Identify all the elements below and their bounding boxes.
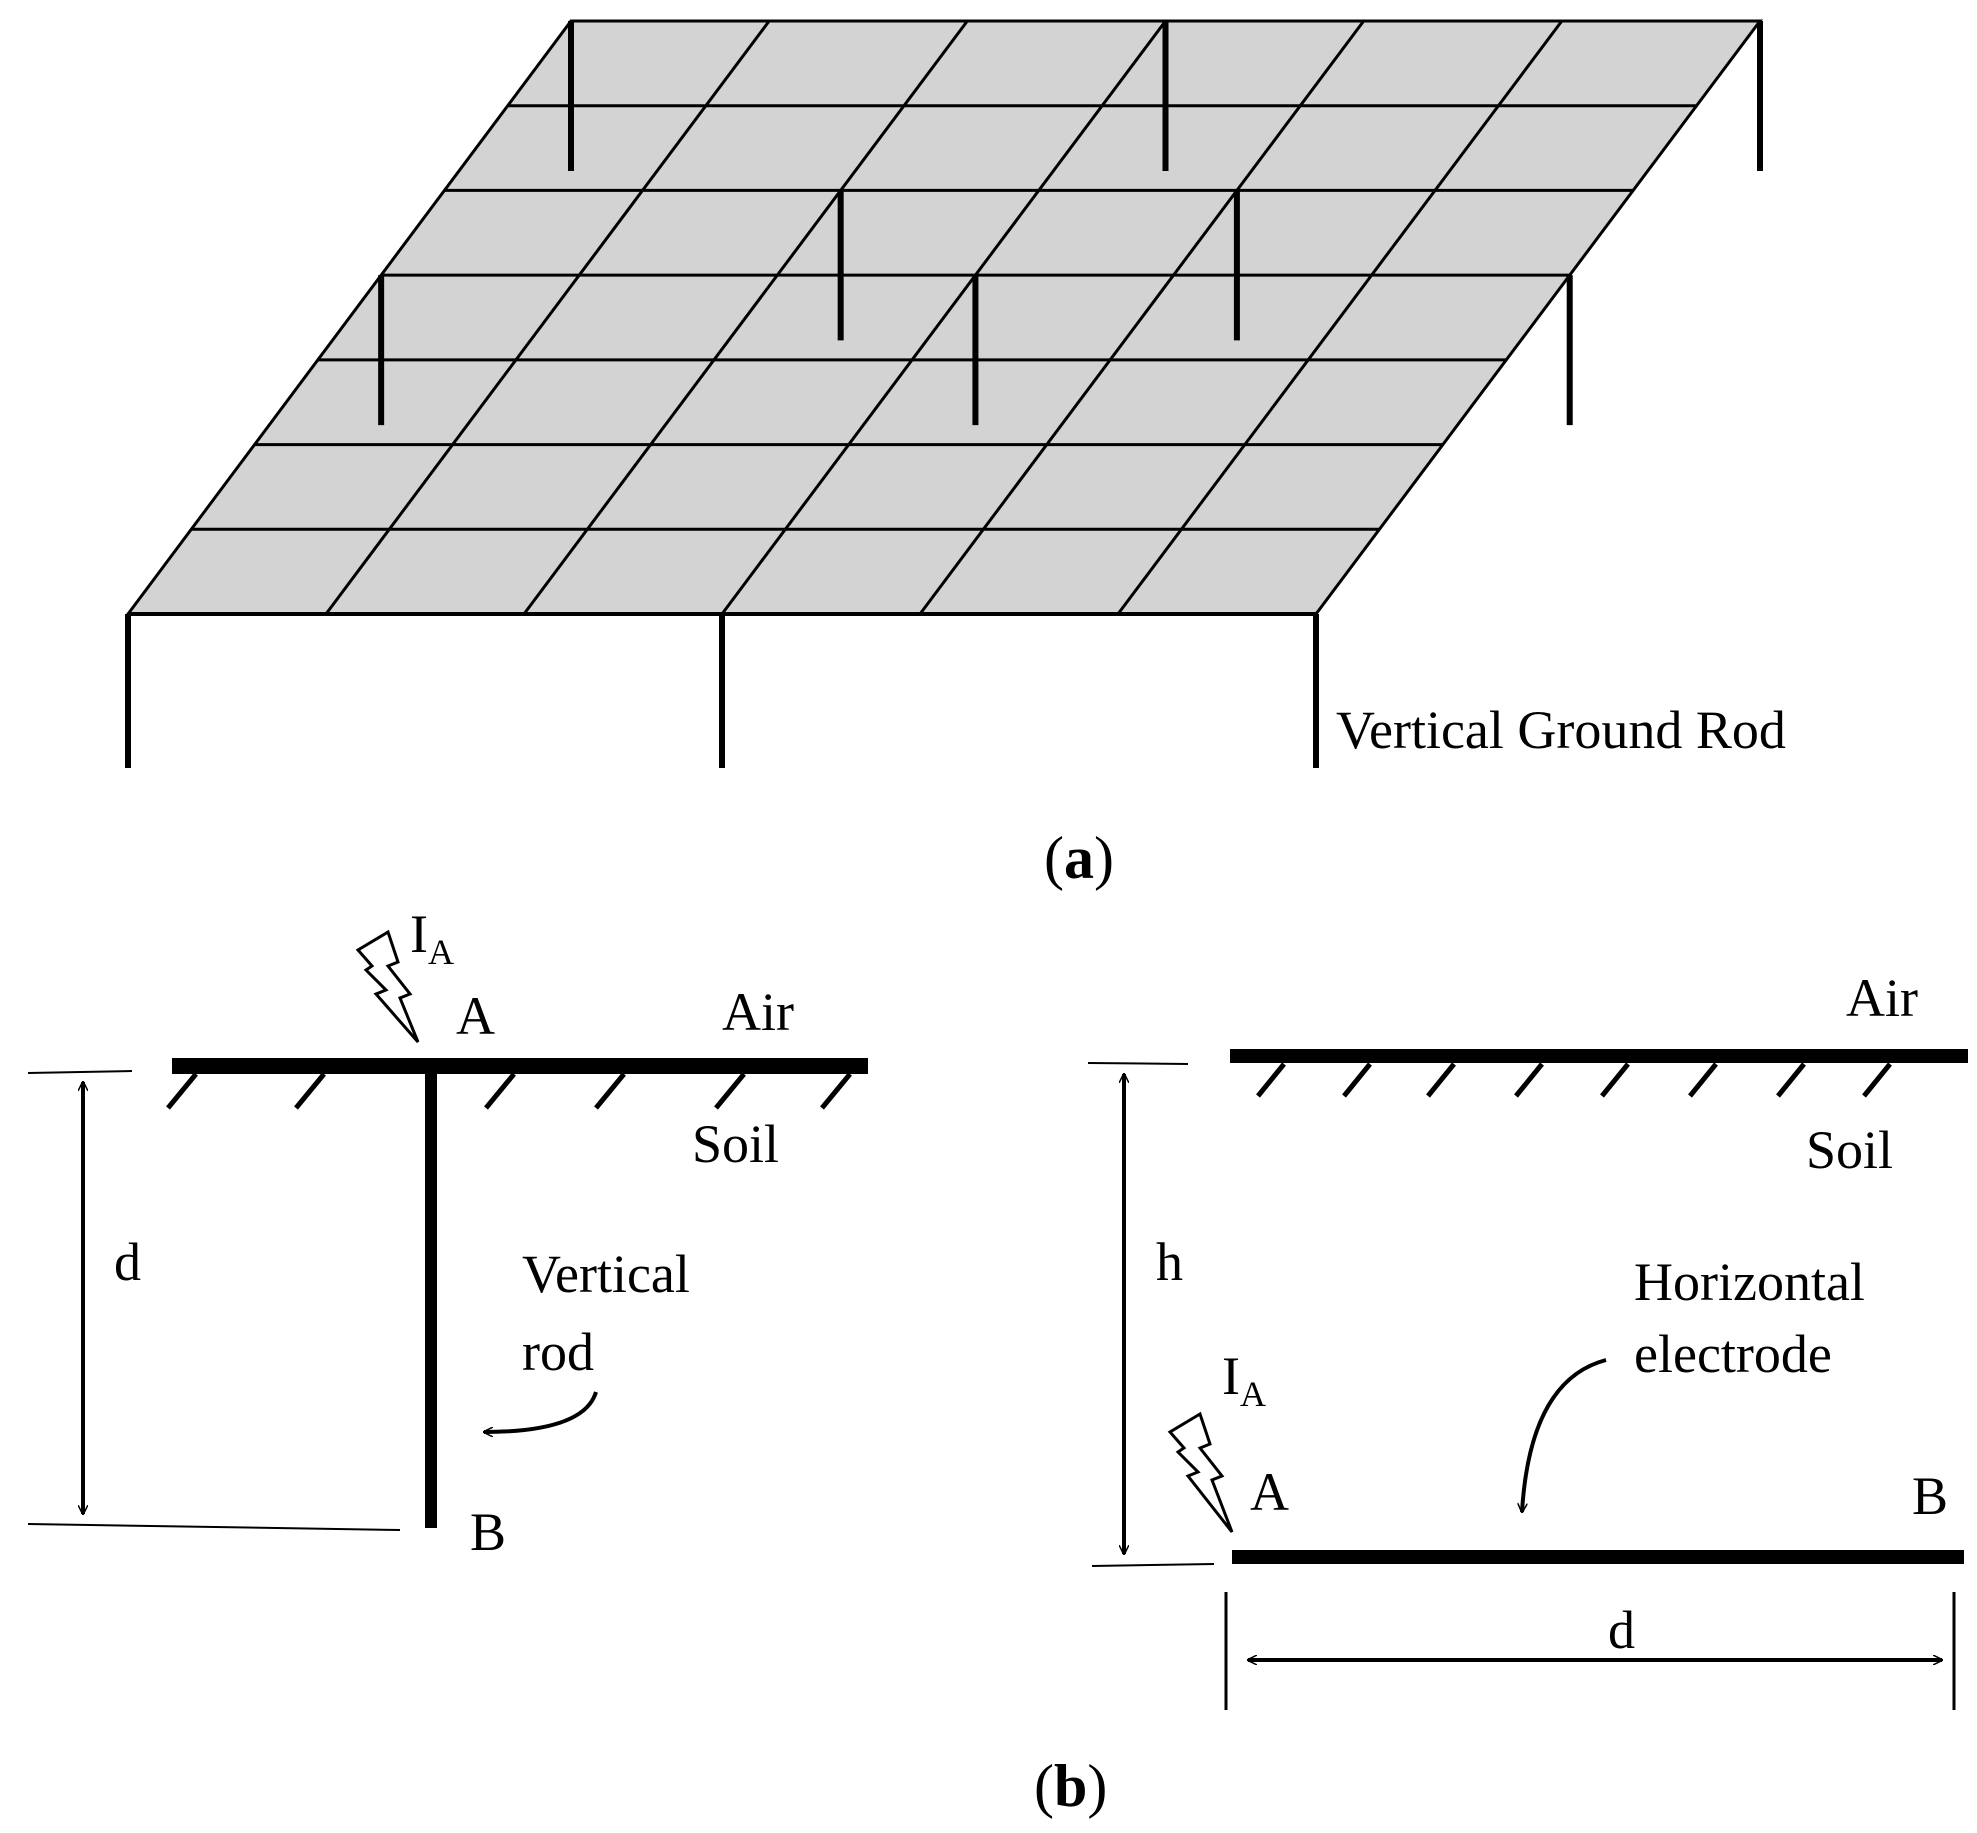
depth-h-label: h <box>1156 1232 1183 1292</box>
reference-line-top-left <box>27 1070 133 1074</box>
caption-a: (a) <box>1044 825 1114 891</box>
point-a-left: A <box>456 986 495 1046</box>
horizontal-electrode-label-line2: electrode <box>1634 1324 1832 1384</box>
panel-b-right: IA A B Air Soil h Horizontal electrode d <box>1087 968 1968 1710</box>
soil-hatch-mark <box>294 1072 326 1110</box>
grid-vertical-rods <box>378 21 1763 426</box>
length-d-label: d <box>1608 1600 1635 1660</box>
soil-hatching-right <box>1256 1062 1892 1098</box>
lightning-icon-right <box>1167 1411 1234 1533</box>
grid-conductor-diagonal <box>1116 20 1564 615</box>
reference-line-top-right <box>1087 1062 1189 1065</box>
grid-conductor-diagonal <box>324 20 771 615</box>
soil-label-right: Soil <box>1806 1120 1893 1180</box>
horizontal-electrode-pointer-arrow <box>1522 1358 1607 1512</box>
soil-hatch-mark <box>166 1072 198 1110</box>
soil-hatch-mark <box>1514 1062 1544 1098</box>
grid-conductor-diagonal <box>522 20 969 615</box>
soil-hatching-left <box>166 1072 852 1110</box>
soil-hatch-mark <box>714 1072 746 1110</box>
panel-b-left: IA A Air Soil d Vertical rod B <box>27 904 868 1562</box>
soil-hatch-mark <box>1688 1062 1718 1098</box>
point-b-right: B <box>1912 1466 1948 1526</box>
soil-hatch-mark <box>1256 1062 1286 1098</box>
soil-hatch-mark <box>1426 1062 1456 1098</box>
soil-hatch-mark <box>1776 1062 1806 1098</box>
soil-hatch-mark <box>594 1072 626 1110</box>
grid-conductor-diagonal <box>918 20 1365 615</box>
grid-conductor-diagonal <box>720 20 1167 615</box>
front-vertical-rods <box>125 612 1319 768</box>
vertical-rod-pointer-arrow <box>484 1391 598 1432</box>
air-label-right: Air <box>1846 968 1918 1028</box>
vertical-rod-label-line2: rod <box>522 1322 594 1382</box>
point-b-left: B <box>470 1502 506 1562</box>
soil-hatch-mark <box>1600 1062 1630 1098</box>
soil-hatch-mark <box>1862 1062 1892 1098</box>
reference-line-bottom-right <box>1091 1563 1215 1567</box>
soil-hatch-mark <box>1342 1062 1372 1098</box>
dimension-d-label-left: d <box>114 1232 141 1292</box>
caption-b: (b) <box>1034 1753 1107 1819</box>
soil-hatch-mark <box>484 1072 516 1110</box>
lightning-icon-left <box>355 929 420 1043</box>
vertical-rod-label-line1: Vertical <box>522 1244 690 1304</box>
panel-a: Vertical Ground Rod (a) <box>125 19 1786 891</box>
soil-label-left: Soil <box>692 1114 779 1174</box>
air-label-left: Air <box>722 982 794 1042</box>
soil-hatch-mark <box>820 1072 852 1110</box>
horizontal-electrode-label-line1: Horizontal <box>1634 1252 1865 1312</box>
point-a-right: A <box>1250 1462 1289 1522</box>
current-label-right: IA <box>1222 1346 1266 1414</box>
vertical-ground-rod-label: Vertical Ground Rod <box>1336 700 1786 760</box>
current-label-left: IA <box>410 904 454 972</box>
reference-line-bottom-left <box>27 1523 401 1531</box>
